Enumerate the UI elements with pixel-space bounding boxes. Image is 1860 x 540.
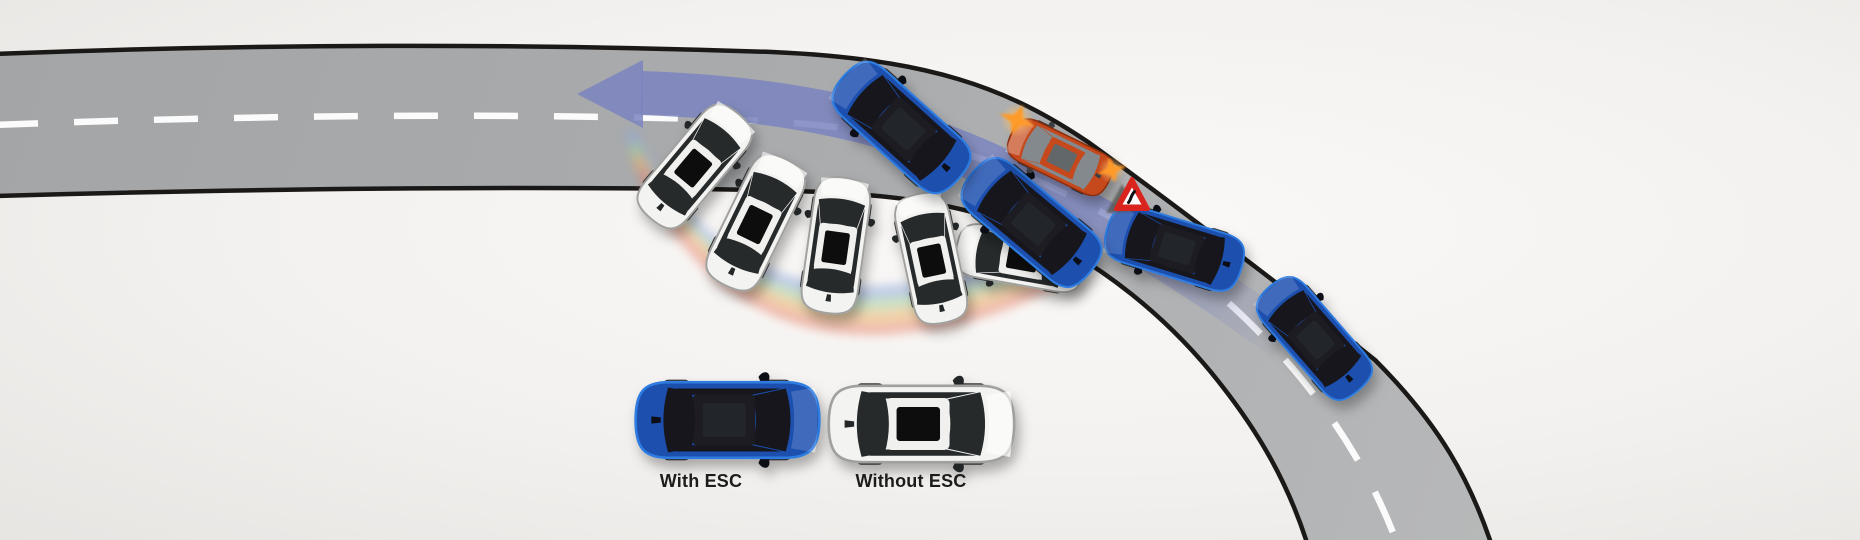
legend-car-with-esc-shape (635, 372, 820, 468)
without-esc-label: Without ESC (855, 471, 967, 491)
with-esc-label: With ESC (659, 471, 743, 491)
esc-arrow-head (577, 60, 643, 128)
legend-car-with-esc (635, 372, 820, 468)
legend-car-without-esc (828, 375, 1015, 473)
road-outer-edge (0, 43, 1493, 540)
lane-divider (0, 112, 1400, 540)
legend-car-without-esc-shape (828, 375, 1015, 473)
warning-sign (1106, 177, 1150, 213)
sign-glyph (1127, 190, 1136, 204)
